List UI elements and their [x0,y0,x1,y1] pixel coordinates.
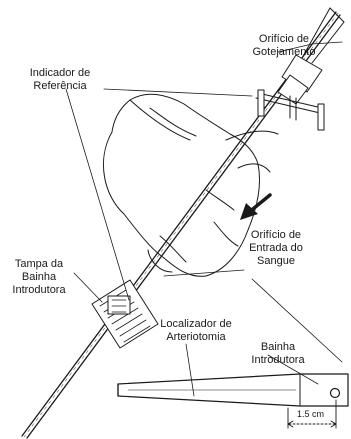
label-drip-port-line2: Gotejamento [252,46,316,58]
label-reference-indicator-line1: Indicador de [29,67,91,79]
sheath-cap-body [91,279,159,349]
label-blood-inlet-port-line3: Sangue [257,255,295,267]
label-sheath-cap-line3: Introdutora [12,284,66,296]
dimension-marker [287,399,337,429]
label-sheath-cap-line2: Bainha [21,271,57,283]
label-reference-indicator: Indicador de Referência [16,67,104,93]
label-introducer-sheath-line1: Bainha [260,341,296,353]
label-blood-inlet-port-line2: Entrada do [249,242,303,254]
label-blood-inlet-port-line1: Orifício de [250,229,302,241]
introducer-sheath-body [117,373,349,407]
label-arteriotomy-locator: Localizador de Arteriotomia [150,318,242,344]
label-dimension: 1.5 cm [297,409,325,419]
leader-lines [65,41,343,397]
label-arteriotomy-locator-line1: Localizador de [160,318,232,330]
label-blood-inlet-port: Orifício de Entrada do Sangue [238,229,314,268]
label-reference-indicator-line2: Referência [33,80,87,92]
label-introducer-sheath-line2: Introdutora [251,354,305,366]
label-drip-port: Orifício de Gotejamento [248,33,320,59]
label-sheath-cap-line1: Tampa da [14,258,64,270]
label-arteriotomy-locator-line2: Arteriotomia [166,331,226,343]
label-introducer-sheath: Bainha Introdutora [240,341,316,367]
label-drip-port-line1: Orifício de [258,33,310,45]
drip-port-hub [255,7,345,131]
label-sheath-cap: Tampa da Bainha Introdutora [4,258,74,297]
direction-arrow-icon [240,193,272,220]
